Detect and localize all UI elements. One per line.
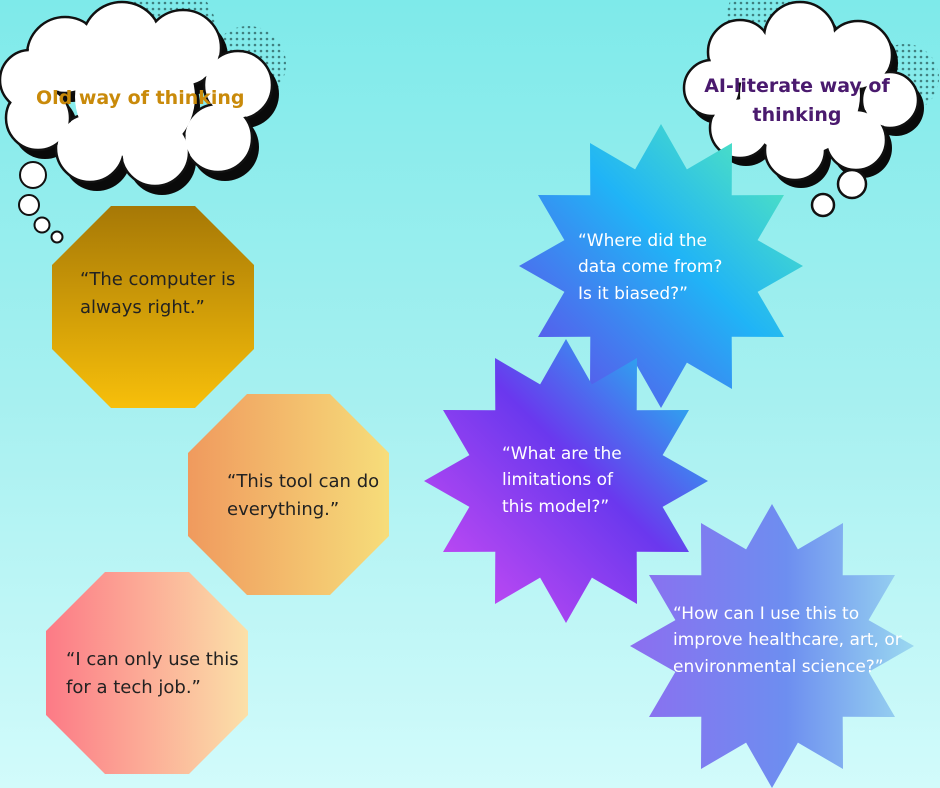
star-question-3 — [630, 504, 914, 788]
question-data-source: “Where did the data come from? Is it bia… — [578, 231, 723, 304]
statement-tool-does-everything: “This tool can do everything.” — [227, 471, 380, 520]
statement-only-tech-job: “I can only use this for a tech job.” — [66, 649, 239, 698]
octagon-statement-2 — [188, 394, 389, 595]
star-question-2 — [424, 339, 708, 623]
statement-computer-always-right: “The computer is always right.” — [80, 269, 236, 318]
thought-cloud-new — [682, 0, 939, 218]
new-way-heading: AI-literate way of thinking — [704, 75, 890, 126]
question-use-cases: “How can I use this to improve healthcar… — [673, 604, 902, 677]
question-model-limitations: “What are the limitations of this model?… — [502, 444, 622, 517]
octagon-statement-1 — [52, 206, 254, 408]
old-way-heading: Old way of thinking — [36, 87, 245, 109]
star-question-1 — [519, 124, 803, 408]
thought-cloud-old — [0, 0, 286, 244]
octagon-statement-3 — [46, 572, 248, 774]
